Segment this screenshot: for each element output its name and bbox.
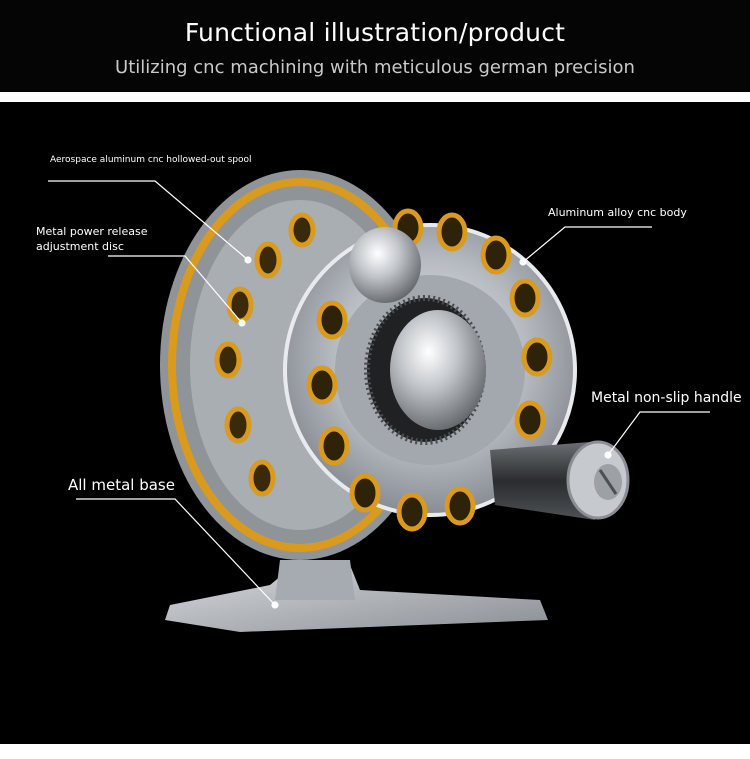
body-holes — [306, 208, 553, 532]
reel-handle — [490, 440, 630, 520]
body-label: Aluminum alloy cnc body — [548, 206, 687, 219]
base-label: All metal base — [68, 476, 175, 494]
drag-knob — [364, 295, 486, 445]
handle-label: Metal non-slip handle — [591, 390, 742, 406]
adjustment-disc-label: Metal power release adjustment disc — [36, 225, 148, 253]
divider-stripe — [0, 92, 750, 102]
metal-base — [165, 560, 548, 632]
page-title: Functional illustration/product — [184, 18, 566, 47]
release-button — [349, 227, 421, 303]
page-subtitle: Utilizing cnc machining with meticulous … — [115, 57, 635, 78]
callout-lines — [48, 180, 710, 609]
spool-label: Aerospace aluminum cnc hollowed-out spoo… — [50, 155, 252, 165]
bottom-margin — [0, 744, 750, 759]
header-banner: Functional illustration/product Utilizin… — [0, 0, 750, 92]
spool-holes — [214, 212, 316, 497]
